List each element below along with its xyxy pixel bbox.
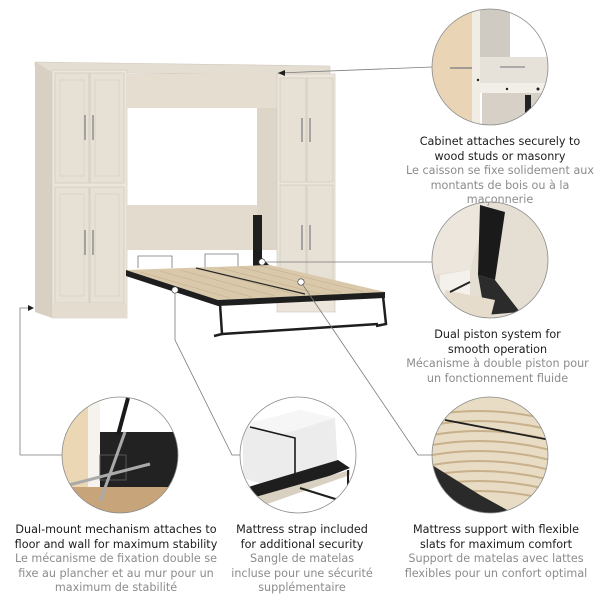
feature-title-fr: Le caisson se fixe solidement aux <box>405 164 595 178</box>
feature-title-en: Dual-mount mechanism attaches to <box>15 523 217 536</box>
callout-dot <box>258 258 266 266</box>
detail-circle-mattress-strap <box>239 396 357 514</box>
feature-caption-flexible-slats: Mattress support with flexible slats for… <box>392 523 600 581</box>
feature-title-en: wood studs or masonry <box>434 149 566 163</box>
feature-title-fr: Sangle de matelas <box>249 552 355 566</box>
feature-title-fr: fixe au plancher et au mur pour un <box>18 566 214 580</box>
detail-circle-dual-mount <box>61 396 179 514</box>
detail-circle-dual-piston <box>431 201 549 319</box>
murphy-bed-unit <box>34 61 388 338</box>
feature-title-en: floor and wall for maximum stability <box>14 537 218 551</box>
feature-title-en: Mattress strap included <box>236 523 368 536</box>
callout-dot <box>297 278 305 286</box>
feature-title-fr: un fonctionnement fluide <box>426 371 569 385</box>
feature-title-en: Dual piston system for <box>434 328 561 341</box>
feature-caption-dual-mount: Dual-mount mechanism attaches to floor a… <box>0 523 232 596</box>
feature-title-en: smooth operation <box>447 342 548 356</box>
callout-lines <box>19 66 433 456</box>
detail-circle-cabinet-attach <box>431 8 549 126</box>
feature-caption-cabinet-attach: Cabinet attaches securely to wood studs … <box>400 135 600 208</box>
feature-title-fr: Support de matelas avec lattes <box>408 552 584 566</box>
feature-title-fr: flexibles pour un confort optimal <box>404 566 588 580</box>
feature-title-en: slats for maximum comfort <box>419 537 573 551</box>
feature-title-fr: incluse pour une sécurité <box>231 566 373 580</box>
feature-title-fr: montants de bois ou à la maçonnerie <box>430 178 570 207</box>
feature-title-fr: Mécanisme à double piston pour <box>406 357 589 371</box>
feature-title-fr: Le mécanisme de fixation double se <box>14 552 218 566</box>
feature-title-fr: maximum de stabilité <box>54 581 178 595</box>
feature-title-fr: supplémentaire <box>258 581 346 595</box>
feature-title-en: Mattress support with flexible <box>412 523 580 536</box>
feature-caption-dual-piston: Dual piston system for smooth operation … <box>395 328 600 386</box>
feature-title-en: for additional security <box>240 537 364 551</box>
feature-title-en: Cabinet attaches securely to <box>419 135 581 148</box>
callout-dot <box>171 286 179 294</box>
detail-circle-flexible-slats <box>431 396 549 514</box>
feature-caption-mattress-strap: Mattress strap included for additional s… <box>222 523 382 596</box>
